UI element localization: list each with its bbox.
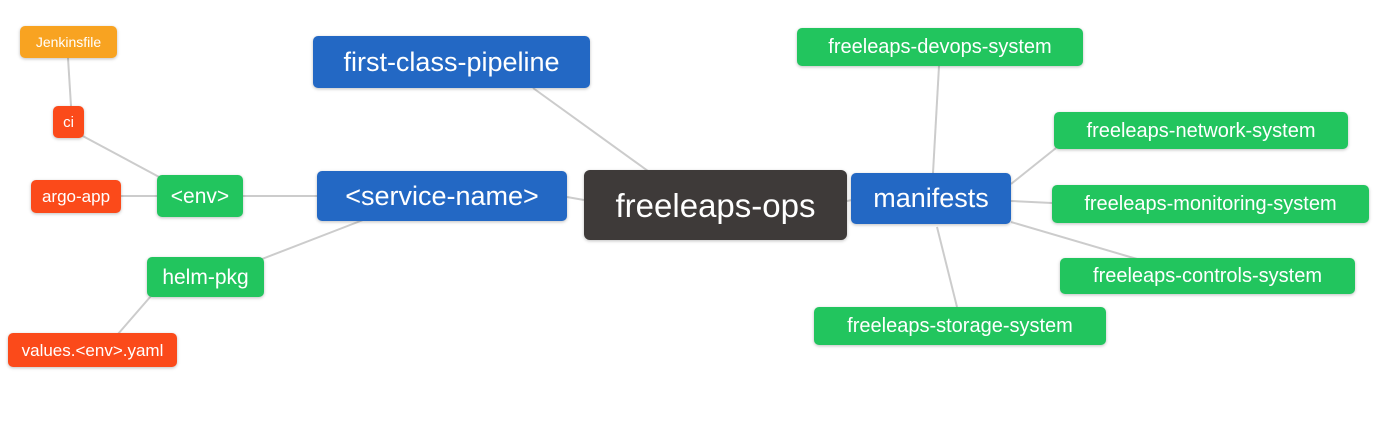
edge-manifests-controls bbox=[1010, 221, 1138, 260]
node-freeleaps-storage-system-label: freeleaps-storage-system bbox=[847, 315, 1073, 337]
node-freeleaps-devops-system[interactable]: freeleaps-devops-system bbox=[797, 28, 1083, 66]
node-service-name-label: <service-name> bbox=[345, 180, 539, 211]
node-freeleaps-ops[interactable]: freeleaps-ops bbox=[584, 170, 847, 240]
node-values-env-yaml-label: values.<env>.yaml bbox=[21, 340, 164, 360]
node-first-class-pipeline-label: first-class-pipeline bbox=[343, 46, 560, 77]
node-env[interactable]: <env> bbox=[157, 175, 243, 217]
node-values-env-yaml[interactable]: values.<env>.yaml bbox=[8, 333, 177, 367]
node-freeleaps-network-system[interactable]: freeleaps-network-system bbox=[1054, 112, 1348, 149]
edge-manifests-monitoring bbox=[1010, 200, 1053, 204]
edge-pipeline-freeleaps-ops bbox=[532, 87, 649, 172]
node-freeleaps-monitoring-system[interactable]: freeleaps-monitoring-system bbox=[1052, 185, 1369, 223]
edge-manifests-storage bbox=[936, 226, 958, 308]
edge-ci-env bbox=[78, 133, 162, 179]
node-jenkinsfile[interactable]: Jenkinsfile bbox=[20, 26, 117, 58]
node-freeleaps-ops-label: freeleaps-ops bbox=[615, 186, 816, 224]
node-freeleaps-controls-system[interactable]: freeleaps-controls-system bbox=[1060, 258, 1355, 294]
node-manifests[interactable]: manifests bbox=[851, 173, 1011, 224]
edge-helm-pkg-values bbox=[117, 295, 152, 335]
node-manifests-label: manifests bbox=[873, 183, 989, 213]
edge-manifests-network bbox=[1010, 147, 1057, 185]
node-freeleaps-network-system-label: freeleaps-network-system bbox=[1086, 119, 1316, 142]
node-freeleaps-monitoring-system-label: freeleaps-monitoring-system bbox=[1084, 193, 1337, 215]
node-env-label: <env> bbox=[170, 184, 230, 208]
edge-service-name-helm-pkg bbox=[261, 219, 364, 260]
edge-service-name-freeleaps-ops bbox=[566, 196, 585, 201]
edge-jenkinsfile-ci bbox=[67, 57, 72, 107]
node-service-name[interactable]: <service-name> bbox=[317, 171, 567, 221]
edge-manifests-devops bbox=[932, 65, 940, 174]
node-ci[interactable]: ci bbox=[53, 106, 84, 138]
node-argo-app[interactable]: argo-app bbox=[31, 180, 121, 213]
node-freeleaps-devops-system-label: freeleaps-devops-system bbox=[828, 36, 1052, 58]
node-first-class-pipeline[interactable]: first-class-pipeline bbox=[313, 36, 590, 88]
node-freeleaps-controls-system-label: freeleaps-controls-system bbox=[1093, 265, 1322, 287]
node-jenkinsfile-label: Jenkinsfile bbox=[35, 34, 102, 50]
node-ci-label: ci bbox=[63, 113, 74, 131]
node-freeleaps-storage-system[interactable]: freeleaps-storage-system bbox=[814, 307, 1106, 345]
node-argo-app-label: argo-app bbox=[41, 187, 111, 206]
node-helm-pkg-label: helm-pkg bbox=[162, 265, 249, 289]
node-helm-pkg[interactable]: helm-pkg bbox=[147, 257, 264, 297]
